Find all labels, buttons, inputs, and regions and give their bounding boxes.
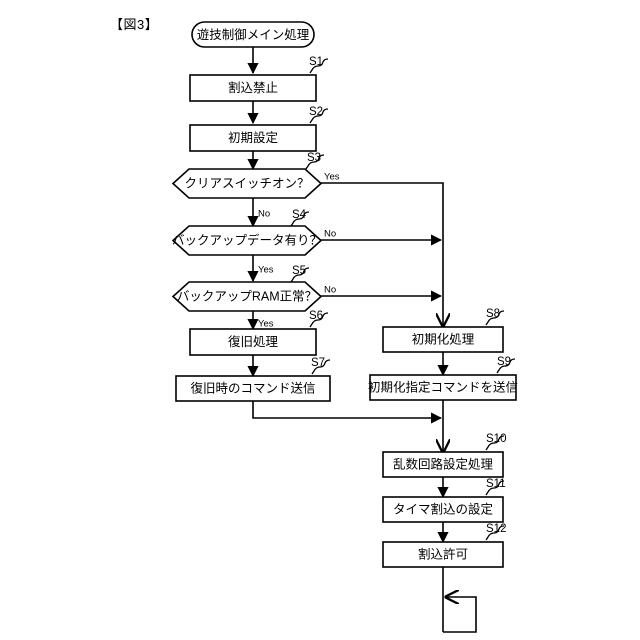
node-s5[interactable]: バックアップRAM正常？	[171, 281, 323, 312]
step-label-s8: S8	[486, 308, 500, 320]
node-s11-label: タイマ割込の設定	[393, 501, 493, 516]
node-s12-label: 割込許可	[418, 546, 468, 561]
node-s8-label: 初期化処理	[412, 332, 475, 346]
step-label-s4: S4	[292, 209, 307, 221]
node-start[interactable]: 遊技制御メイン処理	[191, 21, 315, 48]
figure-number: 【図3】	[110, 17, 159, 32]
node-s1-label: 割込禁止	[228, 80, 278, 95]
node-s2[interactable]: 初期設定	[189, 124, 317, 152]
leader-s8	[485, 310, 505, 326]
node-s9[interactable]: 初期化指定コマンドを送信	[368, 374, 518, 401]
node-s11[interactable]: タイマ割込の設定	[382, 496, 504, 523]
leader-s6	[309, 312, 329, 328]
node-s7-label: 復旧時のコマンド送信	[190, 380, 315, 395]
node-s3-label: クリアスイッチオン？	[184, 176, 309, 190]
leader-s7	[311, 359, 331, 375]
node-s12[interactable]: 割込許可	[382, 541, 504, 568]
leader-s3	[305, 154, 325, 170]
branch-label-s4-no: No	[324, 229, 336, 240]
node-s8[interactable]: 初期化処理	[382, 326, 504, 353]
loop-back-arrow	[443, 597, 477, 633]
leader-s11	[485, 480, 505, 496]
leader-s9	[496, 358, 516, 374]
leader-s2	[309, 108, 329, 124]
node-s7[interactable]: 復旧時のコマンド送信	[175, 375, 331, 402]
node-s1[interactable]: 割込禁止	[189, 74, 317, 102]
step-label-s3: S3	[307, 152, 321, 164]
branch-label-s5-yes: Yes	[258, 319, 274, 330]
leader-s5	[290, 267, 310, 283]
step-label-s9: S9	[497, 356, 511, 368]
step-label-s12: S12	[486, 523, 506, 535]
node-s2-label: 初期設定	[228, 130, 278, 145]
node-s6[interactable]: 復旧処理	[189, 328, 317, 356]
leader-s10	[485, 435, 505, 451]
step-label-s1: S1	[309, 56, 323, 68]
node-s9-label: 初期化指定コマンドを送信	[368, 379, 518, 394]
edge-s3-yes-to-rail	[321, 182, 443, 326]
leader-s4	[290, 211, 310, 227]
step-label-s11: S11	[486, 478, 506, 490]
leader-s12	[485, 525, 505, 541]
step-label-s5: S5	[292, 265, 306, 277]
node-start-label: 遊技制御メイン処理	[197, 27, 310, 42]
leader-s1	[309, 58, 329, 74]
step-label-s7: S7	[311, 357, 325, 369]
branch-label-s4-yes: Yes	[258, 265, 274, 276]
node-s6-label: 復旧処理	[228, 334, 279, 349]
node-s10-label: 乱数回路設定処理	[393, 456, 494, 471]
node-s4-label: バックアップデータ有り？	[172, 232, 322, 247]
edge-s7-to-rail	[252, 400, 443, 424]
branch-label-s5-no: No	[324, 285, 336, 296]
branch-label-s3-yes: Yes	[324, 172, 340, 183]
step-label-s10: S10	[486, 433, 506, 445]
step-label-s6: S6	[309, 310, 323, 322]
node-s4[interactable]: バックアップデータ有り？	[171, 225, 323, 256]
step-label-s2: S2	[309, 106, 323, 118]
node-s3[interactable]: クリアスイッチオン？	[171, 168, 323, 199]
node-s10[interactable]: 乱数回路設定処理	[382, 451, 504, 478]
branch-label-s3-no: No	[258, 209, 270, 220]
node-s5-label: バックアップRAM正常？	[177, 289, 317, 303]
